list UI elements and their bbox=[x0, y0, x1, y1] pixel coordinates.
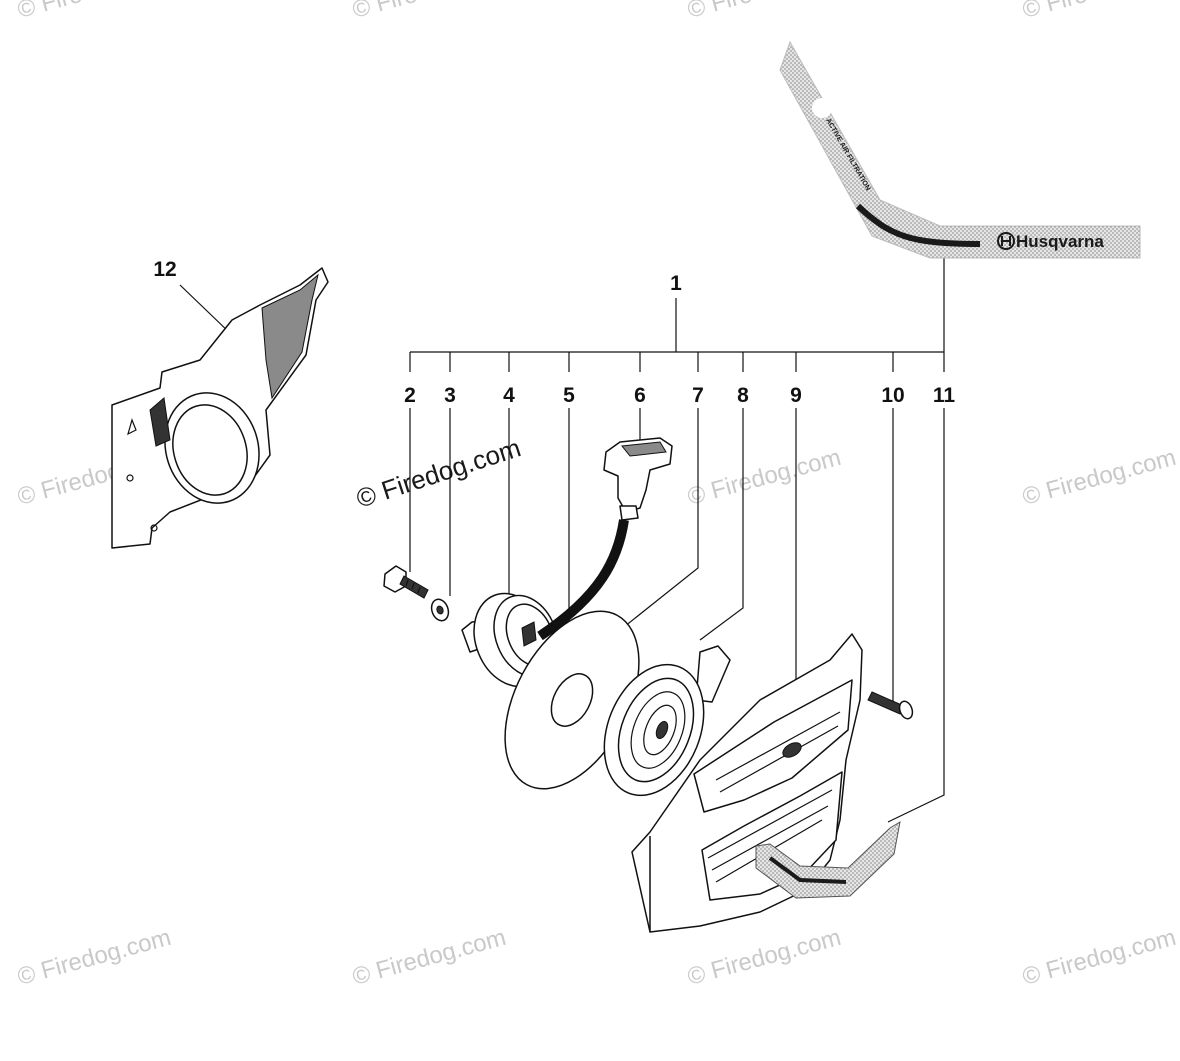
leader-lines bbox=[179, 255, 945, 823]
callout-5: 5 bbox=[563, 384, 575, 407]
main-watermark: © Firedog.com bbox=[353, 432, 525, 513]
callout-3: 3 bbox=[444, 384, 456, 407]
part-5-rope bbox=[537, 519, 629, 641]
part-2-bolt bbox=[383, 565, 429, 599]
callout-numbers: 1 2 3 4 5 6 7 8 9 10 11 12 bbox=[153, 258, 955, 407]
watermark: © Firedog.com bbox=[350, 0, 509, 24]
part-9-starter-housing bbox=[631, 633, 863, 933]
watermark: © Firedog.com bbox=[15, 924, 174, 991]
part-8-spring bbox=[603, 645, 731, 797]
watermark: © Firedog.com bbox=[1020, 0, 1179, 24]
callout-11: 11 bbox=[933, 384, 956, 407]
brand-logo-text: Husqvarna bbox=[1016, 232, 1104, 251]
watermark: © Firedog.com bbox=[685, 0, 844, 24]
watermark: © Firedog.com bbox=[685, 924, 844, 991]
callout-6: 6 bbox=[634, 384, 646, 407]
callout-1: 1 bbox=[670, 272, 682, 295]
part-6-handle bbox=[603, 437, 673, 521]
husqvarna-logo-icon bbox=[997, 232, 1015, 250]
part-12-cover-plate bbox=[111, 267, 329, 549]
callout-4: 4 bbox=[503, 384, 515, 407]
watermark: © Firedog.com bbox=[15, 0, 174, 24]
callout-12: 12 bbox=[153, 258, 176, 281]
part-10-screw bbox=[867, 691, 914, 720]
callout-8: 8 bbox=[737, 384, 749, 407]
watermark: © Firedog.com bbox=[350, 924, 509, 991]
watermark: © Firedog.com bbox=[1020, 444, 1179, 511]
callout-2: 2 bbox=[404, 384, 416, 407]
part-3-washer bbox=[430, 598, 450, 622]
callout-10: 10 bbox=[881, 384, 904, 407]
callout-7: 7 bbox=[692, 384, 704, 407]
callout-9: 9 bbox=[790, 384, 802, 407]
watermark: © Firedog.com bbox=[685, 444, 844, 511]
watermark: © Firedog.com bbox=[1020, 924, 1179, 991]
